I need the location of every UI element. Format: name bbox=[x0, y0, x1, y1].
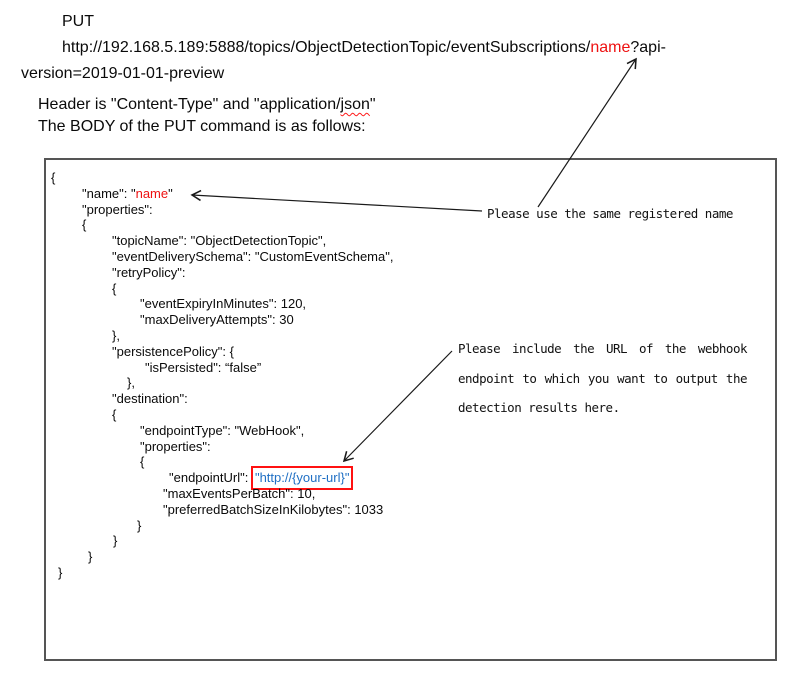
code-line: "retryPolicy": bbox=[46, 265, 766, 281]
code-line: "topicName": "ObjectDetectionTopic", bbox=[46, 233, 766, 249]
code-line: "endpointUrl": "http://{your-url}" bbox=[46, 466, 766, 491]
code-text: "eventExpiryInMinutes": 120, bbox=[140, 296, 307, 312]
content-type-json: json bbox=[340, 96, 370, 113]
code-line: { bbox=[46, 217, 766, 233]
code-line: "isPersisted": “false” bbox=[46, 360, 766, 376]
code-lines: {"name": "name""properties":{"topicName"… bbox=[46, 170, 766, 581]
code-text: "topicName": "ObjectDetectionTopic", bbox=[112, 233, 327, 249]
code-line: "endpointType": "WebHook", bbox=[46, 423, 766, 439]
code-line: { bbox=[46, 281, 766, 297]
code-text: }, bbox=[127, 375, 135, 391]
code-text: "endpointType": "WebHook", bbox=[140, 422, 305, 438]
content-type-prefix: Header is "Content-Type" and "applicatio… bbox=[38, 96, 341, 113]
code-text: { bbox=[82, 217, 87, 233]
code-text: } bbox=[58, 564, 63, 580]
url-subscription-name: name bbox=[590, 39, 631, 56]
code-line: }, bbox=[46, 328, 766, 344]
request-url-line: http://192.168.5.189:5888/topics/ObjectD… bbox=[62, 38, 666, 58]
code-text: "properties": bbox=[140, 438, 211, 454]
code-line: "properties": bbox=[46, 202, 766, 218]
annotation-registered-name: Please use the same registered name bbox=[487, 206, 733, 221]
code-text: "destination": bbox=[112, 391, 188, 407]
request-url-suffix: ?api- bbox=[630, 39, 666, 56]
code-line: } bbox=[46, 549, 766, 565]
annotation-webhook-line: Please include the URL of the webhook bbox=[458, 341, 748, 356]
code-text: " bbox=[168, 185, 173, 201]
code-line: "properties": bbox=[46, 439, 766, 455]
code-line: "maxDeliveryAttempts": 30 bbox=[46, 312, 766, 328]
request-url-wrap-line: version=2019-01-01-preview bbox=[21, 65, 225, 82]
code-line: } bbox=[46, 518, 766, 534]
code-text: "persistencePolicy": { bbox=[112, 343, 234, 359]
code-text: { bbox=[51, 170, 56, 185]
code-line: "destination": bbox=[46, 391, 766, 407]
code-text: } bbox=[137, 517, 142, 533]
code-line: "eventDeliverySchema": "CustomEventSchem… bbox=[46, 249, 766, 265]
code-text: "preferredBatchSizeInKilobytes": 1033 bbox=[163, 501, 384, 517]
code-line: { bbox=[46, 170, 766, 186]
code-line: "persistencePolicy": { bbox=[46, 344, 766, 360]
request-url-prefix: http://192.168.5.189:5888/topics/ObjectD… bbox=[62, 39, 591, 56]
content-type-suffix: " bbox=[369, 96, 376, 113]
code-text: { bbox=[140, 454, 145, 470]
code-line: "maxEventsPerBatch": 10, bbox=[46, 486, 766, 502]
code-text: { bbox=[112, 406, 117, 422]
code-text: "maxEventsPerBatch": 10, bbox=[163, 485, 316, 501]
code-line: "preferredBatchSizeInKilobytes": 1033 bbox=[46, 502, 766, 518]
code-text: "endpointUrl": bbox=[169, 470, 252, 486]
code-line: "name": "name" bbox=[46, 186, 766, 202]
code-text: "maxDeliveryAttempts": 30 bbox=[140, 312, 294, 328]
code-text: "isPersisted": “false” bbox=[145, 359, 262, 375]
code-text: } bbox=[88, 549, 93, 565]
code-text: }, bbox=[112, 327, 120, 343]
code-line: } bbox=[46, 565, 766, 581]
code-text: "eventDeliverySchema": "CustomEventSchem… bbox=[112, 248, 394, 264]
code-text: } bbox=[113, 533, 118, 549]
content-type-line: Header is "Content-Type" and "applicatio… bbox=[38, 95, 376, 115]
code-text: { bbox=[112, 280, 117, 296]
code-text: "properties": bbox=[82, 201, 153, 217]
code-text: "retryPolicy": bbox=[112, 264, 186, 280]
code-line: { bbox=[46, 407, 766, 423]
annotation-webhook: Please include the URL of the webhook end… bbox=[458, 334, 748, 423]
code-line: } bbox=[46, 533, 766, 549]
code-line: }, bbox=[46, 375, 766, 391]
annotation-webhook-line: endpoint to which you want to output the bbox=[458, 370, 748, 386]
endpoint-url-highlight: "http://{your-url}" bbox=[250, 466, 354, 491]
annotation-webhook-line: detection results here. bbox=[458, 400, 620, 415]
code-text: "name": " bbox=[82, 185, 136, 201]
subscription-name-value: name bbox=[135, 185, 169, 201]
http-method: PUT bbox=[62, 13, 94, 30]
code-line: { bbox=[46, 454, 766, 470]
code-line: "eventExpiryInMinutes": 120, bbox=[46, 296, 766, 312]
body-intro-line: The BODY of the PUT command is as follow… bbox=[38, 118, 366, 135]
